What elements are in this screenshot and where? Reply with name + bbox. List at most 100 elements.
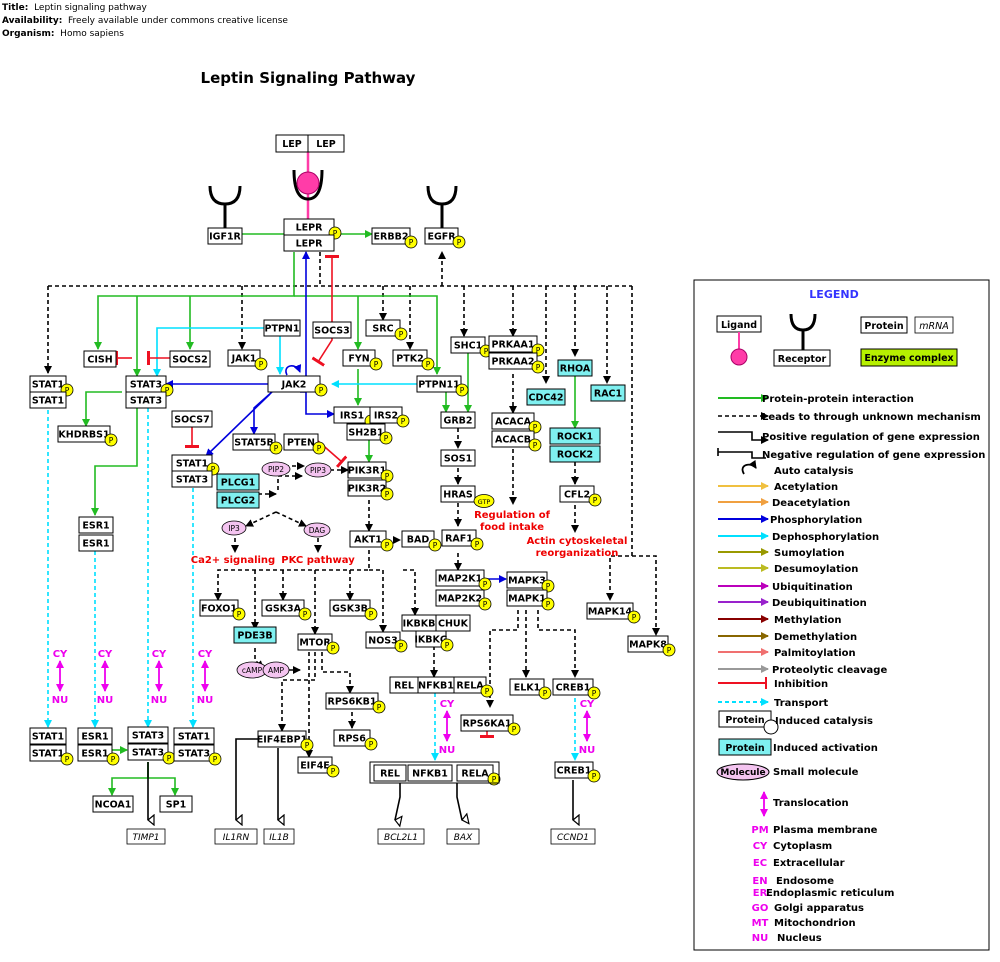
- nucleus-label: NU: [439, 745, 456, 756]
- legend-item-label: Deubiquitination: [772, 598, 867, 609]
- legend-compartment-name: Nucleus: [777, 933, 822, 944]
- node-label: MAPK14: [588, 607, 633, 618]
- nucleus-label: NU: [579, 745, 596, 756]
- phospho-badge-icon: [531, 360, 545, 374]
- gtp-badge: GTP: [473, 494, 495, 508]
- node-label: STAT1: [32, 380, 64, 391]
- node-label: PTEN: [287, 438, 315, 449]
- phospho-badge-label: P: [484, 347, 489, 356]
- node-box: [127, 726, 169, 744]
- phospho-badge-label: P: [319, 386, 324, 395]
- phospho-badge-label: P: [543, 689, 548, 698]
- phospho-badge-label: P: [409, 238, 414, 247]
- molecule-shape: [304, 462, 332, 478]
- pathway-edge: [245, 511, 277, 527]
- phospho-badge-icon: [379, 431, 393, 445]
- node-esr1n-a: ESR1: [77, 727, 113, 745]
- cytoplasm-label: CY: [580, 699, 595, 710]
- node-label: BAD: [407, 535, 430, 546]
- legend-molecule-label: Small molecule: [773, 767, 859, 778]
- phospho-badge-label: P: [384, 434, 389, 443]
- mrna-timp1: TIMP1: [126, 828, 166, 845]
- phospho-badge-icon: [364, 607, 378, 621]
- legend-compartment-code: EN: [752, 876, 767, 887]
- organism-value: Homo sapiens: [60, 29, 124, 39]
- molecule-label: cAMP: [242, 666, 263, 675]
- node-label: PIK3R1: [348, 466, 386, 477]
- phospho-badge-icon: [312, 441, 326, 455]
- legend-catalysis-icon: [763, 719, 779, 735]
- phospho-badge-icon: [106, 752, 120, 766]
- node-box: [407, 764, 453, 782]
- legend-item-label: Leads to through unknown mechanism: [762, 412, 981, 423]
- phospho-badge-label: P: [111, 755, 116, 764]
- node-lep-b: LEP: [307, 134, 345, 153]
- mrna-label: IL1B: [269, 833, 289, 843]
- node-label: RPS6: [338, 734, 366, 745]
- phospho-badge-icon: [104, 433, 118, 447]
- pathway-edge: [250, 391, 273, 435]
- pathway-edge: [91, 408, 138, 516]
- phospho-badge-label: P: [485, 687, 490, 696]
- node-box: [233, 626, 277, 644]
- node-label: PRKAA1: [492, 340, 535, 351]
- phospho-badge-label: P: [483, 580, 488, 589]
- legend-compartment-code: MT: [752, 918, 769, 929]
- node-label: IRS1: [340, 411, 364, 422]
- pathway-edge: [456, 783, 462, 820]
- node-label: STAT3: [176, 475, 208, 486]
- title-value: Leptin signaling pathway: [34, 3, 147, 13]
- node-label: CDC42: [528, 393, 563, 404]
- node-stat1m-a: STAT1: [173, 727, 215, 745]
- molecule-label: PIP2: [268, 465, 284, 474]
- node-label: ERBB2: [374, 232, 409, 243]
- node-box: [440, 449, 476, 467]
- node-label: STAT1: [178, 732, 210, 743]
- node-label: MAPK8: [629, 640, 667, 651]
- node-box: [207, 227, 243, 245]
- molecule-pip2: PIP2: [261, 461, 291, 477]
- phospho-badge-icon: [380, 487, 394, 501]
- legend-edge-sample: [717, 448, 766, 459]
- node-label: RAF1: [445, 534, 473, 545]
- node-label: ACACB: [495, 435, 531, 446]
- node-label: LEP: [316, 139, 336, 150]
- mrna-box: [550, 828, 596, 845]
- mrna-box: [126, 828, 166, 845]
- node-label: ELK1: [514, 683, 541, 694]
- molecule-dag: DAG: [303, 522, 331, 538]
- phospho-badge-icon: [440, 638, 454, 652]
- pathway-edge: [403, 569, 419, 616]
- phospho-badge-icon: [428, 538, 442, 552]
- phospho-badge-icon: [394, 327, 408, 341]
- gtp-label: GTP: [478, 498, 491, 506]
- molecule-shape: [261, 461, 291, 477]
- phospho-badge-label: P: [385, 490, 390, 499]
- legend-compartment-code: PM: [751, 825, 768, 836]
- node-nfkb1-b: NFKB1: [407, 764, 453, 782]
- node-label: GRB2: [444, 416, 473, 427]
- node-chuk: CHUK: [435, 614, 471, 632]
- pathway-edges: [44, 230, 660, 820]
- node-ptpn1: PTPN1: [263, 319, 301, 337]
- node-ikbkb: IKBKB: [401, 614, 437, 632]
- node-box: [440, 411, 476, 429]
- node-box: [557, 359, 593, 377]
- node-label: HRAS: [443, 490, 473, 501]
- phospho-badge-icon: [455, 383, 469, 397]
- molecule-label: DAG: [309, 526, 326, 535]
- pathway-edge: [82, 391, 122, 427]
- legend-activation-label: Induced activation: [773, 743, 878, 754]
- phospho-badge-label: P: [536, 363, 541, 372]
- node-label: RELA: [461, 769, 489, 780]
